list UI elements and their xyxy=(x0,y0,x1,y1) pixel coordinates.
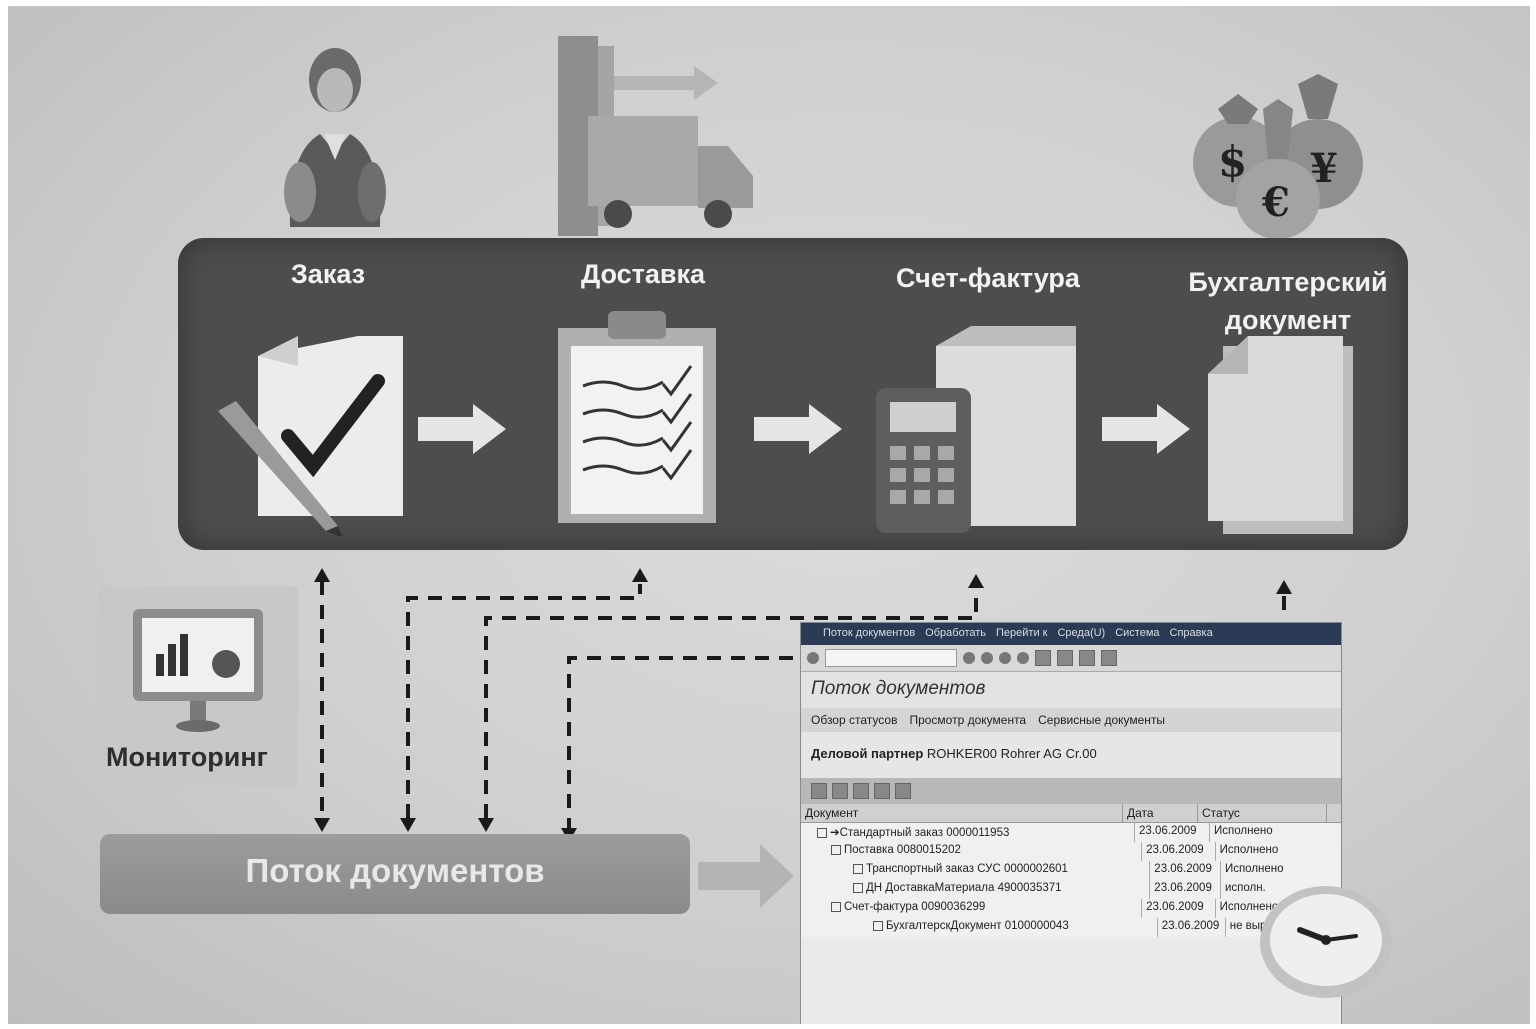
table-row[interactable]: ➔Стандартный заказ 0000011953 23.06.2009… xyxy=(801,823,1341,842)
row-date: 23.06.2009 xyxy=(1135,823,1210,842)
sap-document-flow-window: Поток документов Обработать Перейти к Ср… xyxy=(800,622,1342,1024)
arrow-up-order xyxy=(314,568,330,582)
row-date: 23.06.2009 xyxy=(1150,880,1221,899)
row-status: Исполнено xyxy=(1214,825,1273,837)
arrow-to-window-icon xyxy=(698,844,794,908)
monitor-chart-icon xyxy=(133,609,263,732)
sap-screen-title: Поток документов xyxy=(801,672,1341,708)
delivery-truck-icon xyxy=(558,36,753,236)
row-document: ДН ДоставкаМатериала 4900035371 xyxy=(866,882,1062,894)
sap-menu-bar: Поток документов Обработать Перейти к Ср… xyxy=(801,623,1341,645)
row-status: Исполнено xyxy=(1224,863,1284,875)
cancel-icon[interactable] xyxy=(1017,652,1029,664)
dashed-connectors xyxy=(314,568,1292,842)
arrow-right-3-icon xyxy=(1102,404,1190,454)
document-flow-bar: Поток документов xyxy=(100,834,690,914)
row-status: исполн. xyxy=(1224,882,1266,894)
col-date[interactable]: Дата xyxy=(1123,804,1198,822)
back-icon[interactable] xyxy=(981,652,993,664)
table-row[interactable]: ДН ДоставкаМатериала 4900035371 23.06.20… xyxy=(801,880,1341,899)
arrow-up-invoice xyxy=(968,574,984,588)
menu-item-help[interactable]: Справка xyxy=(1169,627,1213,639)
row-status: Исполнено xyxy=(1219,844,1279,856)
step-accounting-label-2: документ xyxy=(1224,305,1352,335)
row-document: Счет-фактура 0090036299 xyxy=(844,901,986,913)
step-invoice-label: Счет-фактура xyxy=(896,263,1080,293)
col-document[interactable]: Документ xyxy=(801,804,1123,822)
table-row[interactable]: Транспортный заказ СУС 0000002601 23.06.… xyxy=(801,861,1341,880)
arrow-right-1-icon xyxy=(418,404,506,454)
document-tree-grid: Документ Дата Статус ➔Стандартный заказ … xyxy=(801,804,1341,937)
document-flow-label: Поток документов xyxy=(245,852,545,889)
step-delivery-label: Доставка xyxy=(580,259,706,289)
arrow-down-delivery xyxy=(400,818,416,832)
find-icon[interactable] xyxy=(1057,650,1073,666)
enter-icon[interactable] xyxy=(807,652,819,664)
menu-item-document-flow[interactable]: Поток документов xyxy=(823,627,916,639)
svg-text:€: € xyxy=(1261,179,1290,226)
arrow-up-delivery xyxy=(632,568,648,582)
business-partner-value: ROHKER00 Rohrer AG Cr.00 xyxy=(926,746,1097,761)
table-row[interactable]: Счет-фактура 0090036299 23.06.2009 Испол… xyxy=(801,899,1341,918)
business-partner-line: Деловой партнер ROHKER00 Rohrer AG Cr.00 xyxy=(801,732,1341,778)
clock-icon xyxy=(1260,886,1392,998)
row-document: БухгалтерскДокумент 0100000043 xyxy=(886,920,1069,932)
display-document-button[interactable]: Просмотр документа xyxy=(909,713,1027,727)
row-status: Исполнено xyxy=(1219,901,1279,913)
status-overview-button[interactable]: Обзор статусов xyxy=(811,713,898,727)
monitoring-label: Мониторинг xyxy=(106,742,268,772)
svg-text:¥: ¥ xyxy=(1310,145,1338,192)
help-icon[interactable] xyxy=(1101,650,1117,666)
arrow-right-2-icon xyxy=(754,404,842,454)
new-session-icon[interactable] xyxy=(1079,650,1095,666)
diagram-page: $ ¥ € Заказ Доставка Счет-фактура Бухгал… xyxy=(8,6,1530,1024)
save-icon[interactable] xyxy=(963,652,975,664)
arrow-up-accounting xyxy=(1276,580,1292,594)
money-bags-icon: $ ¥ € xyxy=(1193,74,1363,239)
delivery-clipboard-icon xyxy=(558,311,716,523)
export-icon[interactable] xyxy=(874,783,890,799)
row-date: 23.06.2009 xyxy=(1142,842,1216,861)
refresh-icon[interactable] xyxy=(895,783,911,799)
collapse-icon[interactable] xyxy=(832,783,848,799)
menu-item-environment[interactable]: Среда(U) xyxy=(1057,627,1106,639)
grid-header: Документ Дата Статус xyxy=(801,804,1341,823)
accounting-document-icon xyxy=(1208,336,1353,534)
row-document: Поставка 0080015202 xyxy=(844,844,961,856)
business-partner-label: Деловой партнер xyxy=(811,746,924,761)
col-status[interactable]: Статус xyxy=(1198,804,1327,822)
arrow-down-order xyxy=(314,818,330,832)
row-date: 23.06.2009 xyxy=(1142,899,1216,918)
menu-item-edit[interactable]: Обработать xyxy=(925,627,986,639)
menu-item-system[interactable]: Система xyxy=(1115,627,1160,639)
row-document: Транспортный заказ СУС 0000002601 xyxy=(866,863,1068,875)
arrow-down-invoice xyxy=(478,818,494,832)
tree-toolbar xyxy=(801,778,1341,804)
service-documents-button[interactable]: Сервисные документы xyxy=(1038,713,1166,727)
filter-icon[interactable] xyxy=(853,783,869,799)
expand-icon[interactable] xyxy=(811,783,827,799)
customer-person-icon xyxy=(284,48,386,227)
menu-item-goto[interactable]: Перейти к xyxy=(996,627,1048,639)
invoice-calculator-icon xyxy=(876,326,1076,533)
row-date: 23.06.2009 xyxy=(1150,861,1221,880)
sap-app-toolbar: Обзор статусов Просмотр документа Сервис… xyxy=(801,708,1341,732)
row-document: ➔Стандартный заказ 0000011953 xyxy=(830,827,1010,839)
print-icon[interactable] xyxy=(1035,650,1051,666)
order-document-check-icon xyxy=(218,336,403,536)
step-order-label: Заказ xyxy=(290,259,366,289)
exit-icon[interactable] xyxy=(999,652,1011,664)
row-date: 23.06.2009 xyxy=(1158,918,1226,937)
sap-standard-toolbar xyxy=(801,645,1341,672)
command-field[interactable] xyxy=(825,649,957,667)
svg-text:$: $ xyxy=(1218,137,1247,186)
table-row[interactable]: Поставка 0080015202 23.06.2009 Исполнено xyxy=(801,842,1341,861)
step-accounting-label-1: Бухгалтерский xyxy=(1188,267,1388,297)
